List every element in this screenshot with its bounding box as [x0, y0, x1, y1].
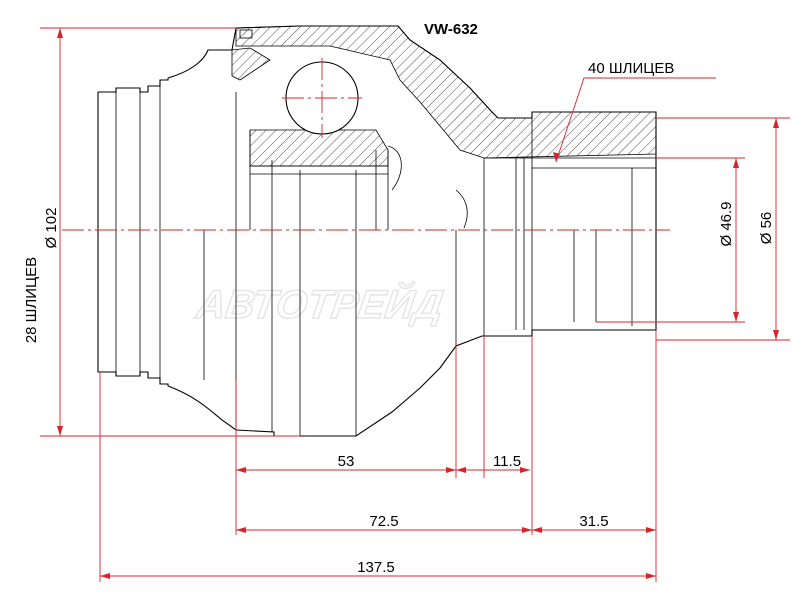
dim-53: 53: [338, 453, 355, 470]
shaft-diameter-2-label: Ø 56: [758, 212, 775, 245]
dim-72-5: 72.5: [369, 513, 398, 530]
dim-137-5: 137.5: [357, 559, 395, 576]
dimension-lines: [40, 27, 790, 582]
inner-splines-label: 28 ШЛИЦЕВ: [23, 257, 40, 343]
cv-joint-outline: [97, 25, 657, 437]
dim-11-5: 11.5: [493, 453, 521, 470]
dim-31-5: 31.5: [579, 513, 608, 530]
watermark: АВТОТРЕЙД: [193, 280, 446, 327]
shaft-diameter-1-label: Ø 46.9: [718, 201, 735, 246]
outer-splines-label: 40 ШЛИЦЕВ: [588, 60, 674, 77]
part-number: VW-632: [424, 21, 478, 38]
inner-diameter-label: Ø 102: [43, 208, 60, 249]
